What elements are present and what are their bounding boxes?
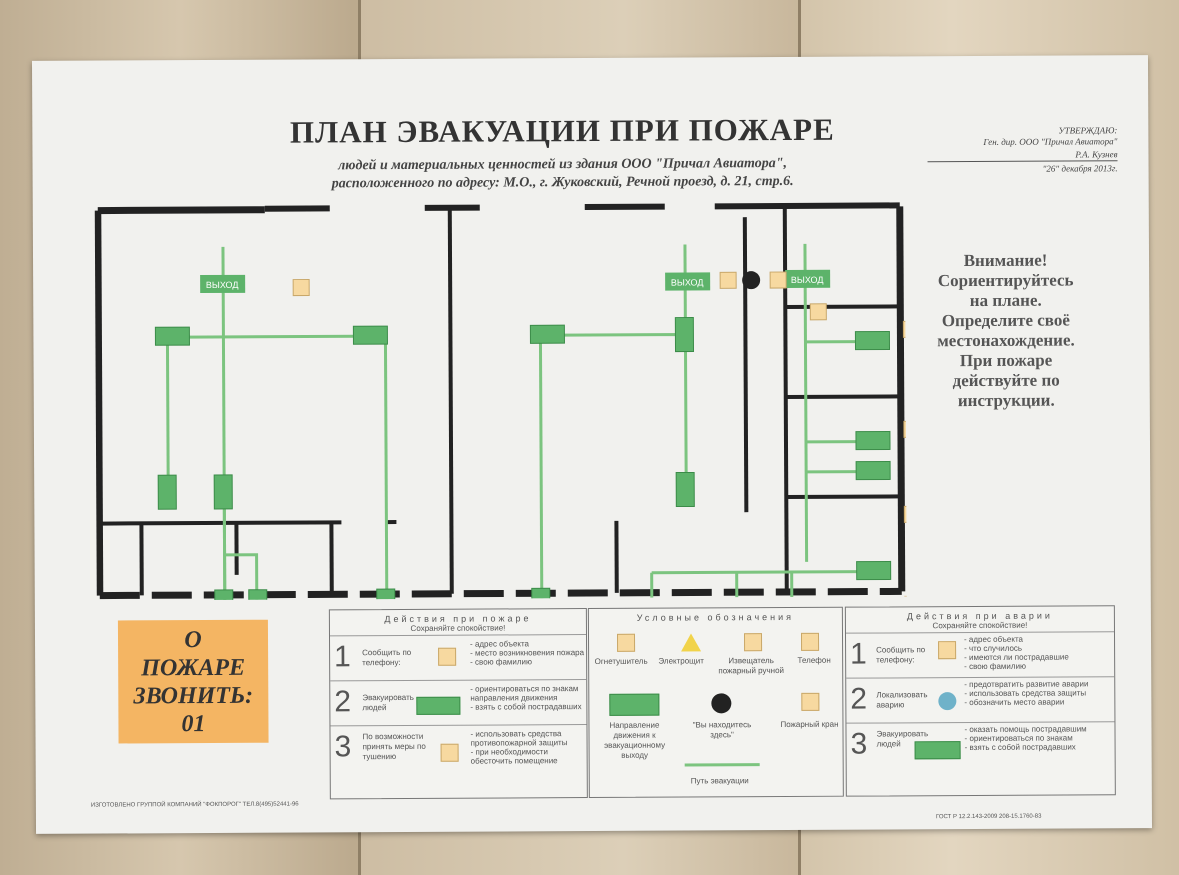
- outer-walls: [94, 206, 906, 600]
- exit-sign-icon: [914, 741, 961, 760]
- legend-label: Телефон: [797, 655, 831, 665]
- row-items: - ориентироваться по знакам направления …: [470, 684, 582, 712]
- row-label: Сообщить по телефону:: [362, 647, 412, 668]
- row-number: 1: [850, 637, 867, 671]
- poster-title: ПЛАН ЭВАКУАЦИИ ПРИ ПОЖАРЕ: [289, 111, 835, 150]
- legend-label: "Вы находитесь здесь": [692, 720, 752, 740]
- action-row: 1 Сообщить по телефону: - адрес объекта …: [329, 634, 587, 681]
- attention-line: инструкции.: [957, 390, 1055, 411]
- attention-line: Определите своё: [941, 310, 1070, 331]
- panel-title: Условные обозначения: [636, 611, 795, 623]
- attention-line: Сориентируйтесь: [937, 270, 1074, 291]
- call-line: ЗВОНИТЬ:: [133, 682, 254, 710]
- footer-standard: ГОСТ Р 12.2.143-2009 208-15.1760-83: [935, 813, 1042, 821]
- svg-text:ВЫХОД: ВЫХОД: [791, 275, 824, 285]
- fire-actions-panel: Действия при пожаре Сохраняйте спокойств…: [328, 608, 588, 800]
- legend-label: Электрощит: [658, 656, 704, 666]
- approve-signature: Р.А. Кузнев: [927, 149, 1118, 163]
- row-number: 2: [850, 682, 868, 716]
- evacuation-direction-icon: [609, 693, 660, 716]
- legend-label: Направление движения к эвакуационному вы…: [604, 720, 666, 760]
- phone-icon: [438, 647, 457, 666]
- row-items: - адрес объекта - место возникновения по…: [470, 639, 585, 667]
- phone-icon: [800, 632, 820, 651]
- subtitle-line: расположенного по адресу: М.О., г. Жуков…: [331, 173, 794, 192]
- svg-text:ВЫХОД: ВЫХОД: [206, 280, 239, 290]
- row-number: 3: [850, 727, 868, 761]
- extinguisher-icon: [616, 633, 636, 652]
- approval-stamp: УТВЕРЖДАЮ: Ген. дир. ООО "Причал Авиатор…: [927, 125, 1118, 175]
- action-row: 2 Локализовать аварию - предотвратить ра…: [846, 676, 1115, 723]
- protection-icon: [938, 692, 957, 711]
- extinguisher-icon: [440, 743, 459, 762]
- row-items: - оказать помощь пострадавшим - ориентир…: [964, 724, 1087, 753]
- electric-panel-icon: [680, 633, 702, 652]
- exit-signs: ВЫХОД ВЫХОД ВЫХОД: [200, 269, 831, 294]
- row-label: Сообщить по телефону:: [876, 645, 926, 665]
- poster-subtitle: людей и материальных ценностей из здания…: [262, 155, 862, 194]
- evacuation-paths: [165, 243, 887, 601]
- you-are-here-icon: [711, 693, 732, 714]
- phone-icon: [938, 641, 957, 660]
- approve-line: Ген. дир. ООО "Причал Авиатора": [983, 136, 1118, 147]
- legend-label: Огнетушитель: [594, 656, 648, 666]
- attention-line: местонахождение.: [937, 330, 1075, 351]
- row-label: Локализовать аварию: [876, 690, 928, 710]
- legend-label: Путь эвакуации: [690, 776, 749, 786]
- panel-subtitle: Сохраняйте спокойствие!: [932, 620, 1028, 631]
- action-row: 3 Эвакуировать людей - оказать помощь по…: [846, 721, 1115, 768]
- fire-hydrant-icon: [801, 692, 820, 711]
- footer-manufacturer: ИЗГОТОВЛЕНО ГРУППОЙ КОМПАНИЙ "ФОКПОРОГ" …: [90, 801, 299, 809]
- panel-title: Действия при пожаре: [384, 613, 532, 625]
- action-row: 1 Сообщить по телефону: - адрес объекта …: [845, 631, 1115, 678]
- exit-sign-icon: [416, 696, 461, 715]
- accident-actions-panel: Действия при аварии Сохраняйте спокойств…: [844, 605, 1116, 797]
- alarm-button-icon: [743, 633, 763, 652]
- fire-call-box: О ПОЖАРЕ ЗВОНИТЬ: 01: [117, 619, 269, 744]
- call-line: ПОЖАРЕ: [141, 654, 246, 682]
- direction-signs: [154, 316, 892, 601]
- legend-label: Извещатель пожарный ручной: [718, 656, 785, 676]
- row-items: - использовать средства противопожарной …: [470, 729, 568, 766]
- action-row: 3 По возможности принять меры по тушению…: [330, 724, 587, 771]
- equipment-markers: [292, 271, 907, 601]
- attention-text: Внимание! Сориентируйтесь на плане. Опре…: [913, 250, 1099, 411]
- panel-title: Действия при аварии: [906, 610, 1053, 622]
- action-row: 2 Эвакуировать людей - ориентироваться п…: [330, 679, 587, 726]
- row-number: 3: [334, 730, 352, 764]
- approve-date: "26" декабря 2013г.: [1042, 163, 1118, 174]
- panel-subtitle: Сохраняйте спокойствие!: [410, 623, 506, 633]
- evacuation-poster: ПЛАН ЭВАКУАЦИИ ПРИ ПОЖАРЕ людей и матери…: [31, 55, 1153, 834]
- legend-panel: Условные обозначения Огнетушитель Электр…: [587, 606, 844, 799]
- call-line: О: [184, 627, 202, 654]
- row-label: По возможности принять меры по тушению: [362, 731, 426, 762]
- you-are-here-marker: [742, 271, 761, 290]
- row-number: 1: [334, 640, 351, 674]
- row-items: - адрес объекта - что случилось - имеютс…: [964, 634, 1069, 672]
- attention-line: Внимание!: [963, 250, 1048, 271]
- legend-label: Пожарный кран: [780, 719, 839, 730]
- floor-plan: ВЫХОД ВЫХОД ВЫХОД: [94, 202, 907, 601]
- inner-walls: [101, 206, 902, 596]
- evacuation-path-icon: [684, 763, 760, 767]
- attention-line: При пожаре: [959, 350, 1053, 371]
- row-number: 2: [334, 685, 352, 719]
- top-wall-segments: [264, 202, 900, 212]
- attention-line: действуйте по: [952, 370, 1060, 391]
- call-number: 01: [181, 711, 206, 738]
- row-items: - предотвратить развитие аварии - исполь…: [964, 679, 1089, 708]
- svg-text:ВЫХОД: ВЫХОД: [671, 277, 704, 287]
- attention-line: на плане.: [969, 290, 1042, 311]
